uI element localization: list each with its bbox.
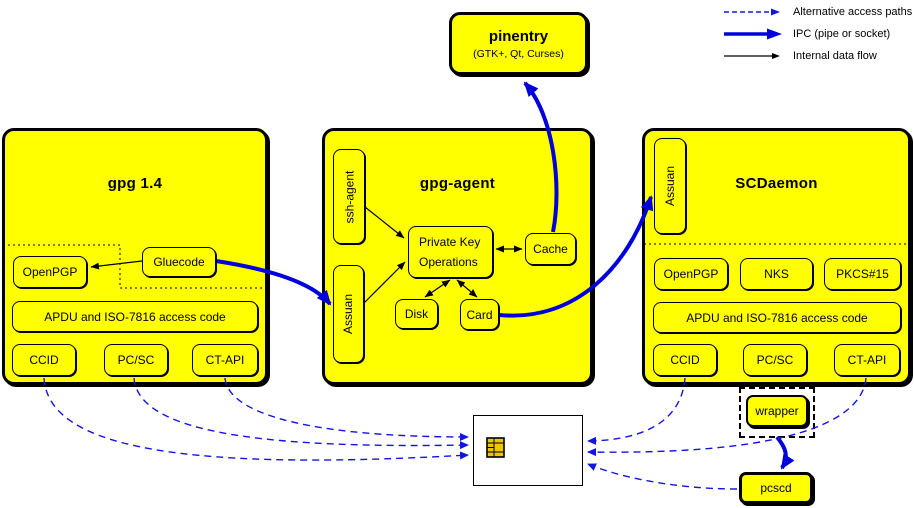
- legend-row-ipc: IPC (pipe or socket): [722, 23, 912, 45]
- scdaemon-assuan-node: Assuan: [654, 138, 686, 234]
- scdaemon-openpgp-node: OpenPGP: [654, 258, 728, 290]
- dashed-arrow-icon: [724, 8, 780, 16]
- gpg14-ctapi-label: CT-API: [205, 353, 245, 367]
- scdaemon-assuan-label: Assuan: [663, 165, 677, 207]
- alt-pcscd-to-card: [587, 463, 738, 490]
- scdaemon-apdu-label: APDU and ISO-7816 access code: [686, 310, 868, 325]
- private-key-operations-node: Private Key Operations: [408, 226, 493, 278]
- private-key-line1: Private Key: [419, 235, 481, 249]
- smartcard-chip-icon: [486, 437, 505, 458]
- scdaemon-nks-label: NKS: [764, 267, 789, 281]
- scdaemon-ctapi-label: CT-API: [847, 353, 887, 367]
- gpg14-ctapi-node: CT-API: [192, 344, 258, 376]
- legend-internal-label: Internal data flow: [793, 50, 877, 62]
- scdaemon-pcsc-node: PC/SC: [743, 344, 807, 376]
- scdaemon-pcsc-label: PC/SC: [756, 353, 794, 367]
- wrapper-node: wrapper: [746, 395, 808, 427]
- gpg14-openpgp-node: OpenPGP: [13, 256, 87, 288]
- cache-node: Cache: [525, 233, 576, 265]
- alt-gpg14-pcsc-to-card: [133, 377, 469, 450]
- private-key-line2: Operations: [419, 255, 478, 269]
- wrapper-label: wrapper: [755, 404, 799, 418]
- pcscd-label: pcscd: [760, 481, 792, 495]
- legend-alternative-label: Alternative access paths: [793, 6, 913, 18]
- scdaemon-nks-node: NKS: [740, 258, 813, 290]
- pinentry-subtitle: (GTK+, Qt, Curses): [473, 47, 564, 60]
- gpg14-title: gpg 1.4: [107, 175, 163, 192]
- gpg14-pcsc-label: PC/SC: [117, 353, 155, 367]
- thick-arrow-icon: [724, 28, 782, 40]
- alt-gpg14-ctapi-to-card: [224, 377, 469, 441]
- legend-row-alternative: Alternative access paths: [722, 1, 912, 23]
- card-label: Card: [466, 307, 493, 322]
- ipc-wrapper-to-pcscd: [775, 435, 795, 470]
- disk-node: Disk: [395, 299, 438, 329]
- disk-label: Disk: [404, 307, 429, 321]
- scdaemon-apdu-node: APDU and ISO-7816 access code: [653, 302, 901, 333]
- alt-scdaemon-ctapi-to-card: [587, 377, 867, 457]
- pinentry-title: pinentry: [488, 27, 549, 45]
- scdaemon-ccid-node: CCID: [653, 344, 717, 376]
- gpg-agent-ssh-agent-node: ssh-agent: [333, 149, 365, 244]
- thin-arrow-icon: [724, 53, 780, 59]
- scdaemon-pkcs15-node: PKCS#15: [824, 258, 901, 290]
- scdaemon-ccid-label: CCID: [670, 353, 700, 367]
- legend: Alternative access paths IPC (pipe or so…: [722, 1, 912, 67]
- pcscd-node: pcscd: [739, 472, 813, 504]
- gpg-agent-title: gpg-agent: [419, 175, 496, 192]
- gpg14-gluecode-node: Gluecode: [142, 247, 216, 277]
- gpg-agent-assuan-node: Assuan: [333, 265, 364, 363]
- gpg14-apdu-label: APDU and ISO-7816 access code: [44, 309, 226, 324]
- cache-label: Cache: [533, 242, 568, 256]
- gpg14-ccid-node: CCID: [12, 344, 76, 376]
- alt-gpg14-ccid-to-card: [43, 377, 469, 461]
- gpg14-openpgp-label: OpenPGP: [22, 265, 78, 279]
- card-node: Card: [460, 299, 499, 330]
- scdaemon-pkcs15-label: PKCS#15: [836, 267, 889, 281]
- gpg14-pcsc-node: PC/SC: [104, 344, 168, 376]
- pinentry-box: pinentry (GTK+, Qt, Curses): [449, 12, 588, 75]
- scdaemon-ctapi-node: CT-API: [834, 344, 900, 376]
- gpg-agent-ssh-agent-label: ssh-agent: [342, 170, 357, 223]
- gpg14-ccid-label: CCID: [29, 353, 59, 367]
- scdaemon-title: SCDaemon: [735, 175, 818, 192]
- gpg14-apdu-node: APDU and ISO-7816 access code: [12, 301, 258, 332]
- alt-scdaemon-ccid-to-card: [587, 377, 686, 445]
- legend-ipc-label: IPC (pipe or socket): [793, 28, 891, 40]
- legend-row-internal: Internal data flow: [722, 45, 912, 67]
- gpg14-gluecode-label: Gluecode: [153, 255, 205, 269]
- gpg-agent-assuan-label: Assuan: [341, 293, 356, 335]
- scdaemon-openpgp-label: OpenPGP: [663, 267, 719, 281]
- smartcard: [473, 415, 583, 486]
